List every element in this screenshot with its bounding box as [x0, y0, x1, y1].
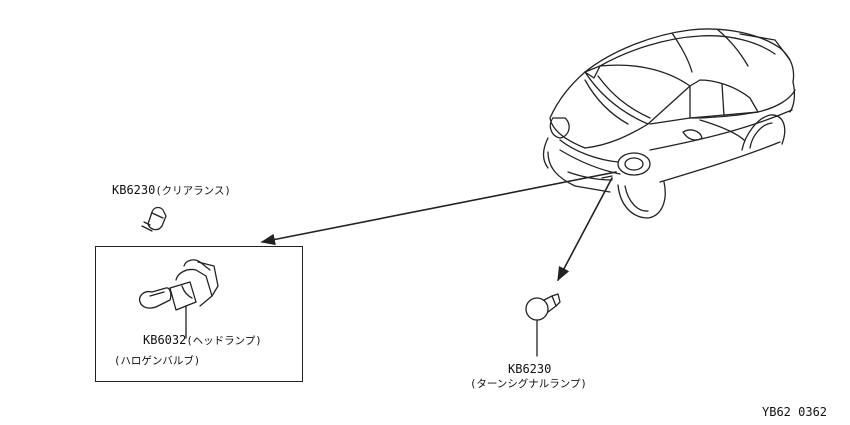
halogen-headlamp-bulb-icon [138, 259, 219, 339]
car-illustration [542, 28, 796, 219]
clearance-label: KB6230(クリアランス) [112, 183, 231, 198]
figure-id: YB62 0362 [762, 405, 828, 419]
turn-signal-code: KB6230 [508, 362, 552, 376]
headlamp-code: KB6032 [143, 333, 187, 347]
turn-signal-arrow [557, 177, 613, 282]
clearance-code: KB6230 [112, 183, 156, 197]
headlamp-label: KB6032(ヘッドランプ) [143, 333, 262, 348]
headlamp-arrow [260, 171, 617, 246]
clearance-name: (クリアランス) [155, 185, 231, 197]
headlamp-name: (ヘッドランプ) [186, 335, 262, 347]
clearance-bulb-icon [141, 206, 167, 232]
halogen-label: (ハロゲンバルブ) [114, 355, 201, 367]
headlamp-inset-box [95, 246, 303, 382]
turn-signal-name: (ターンシグナルランプ) [470, 378, 587, 390]
turn-signal-bulb-icon [525, 293, 561, 357]
